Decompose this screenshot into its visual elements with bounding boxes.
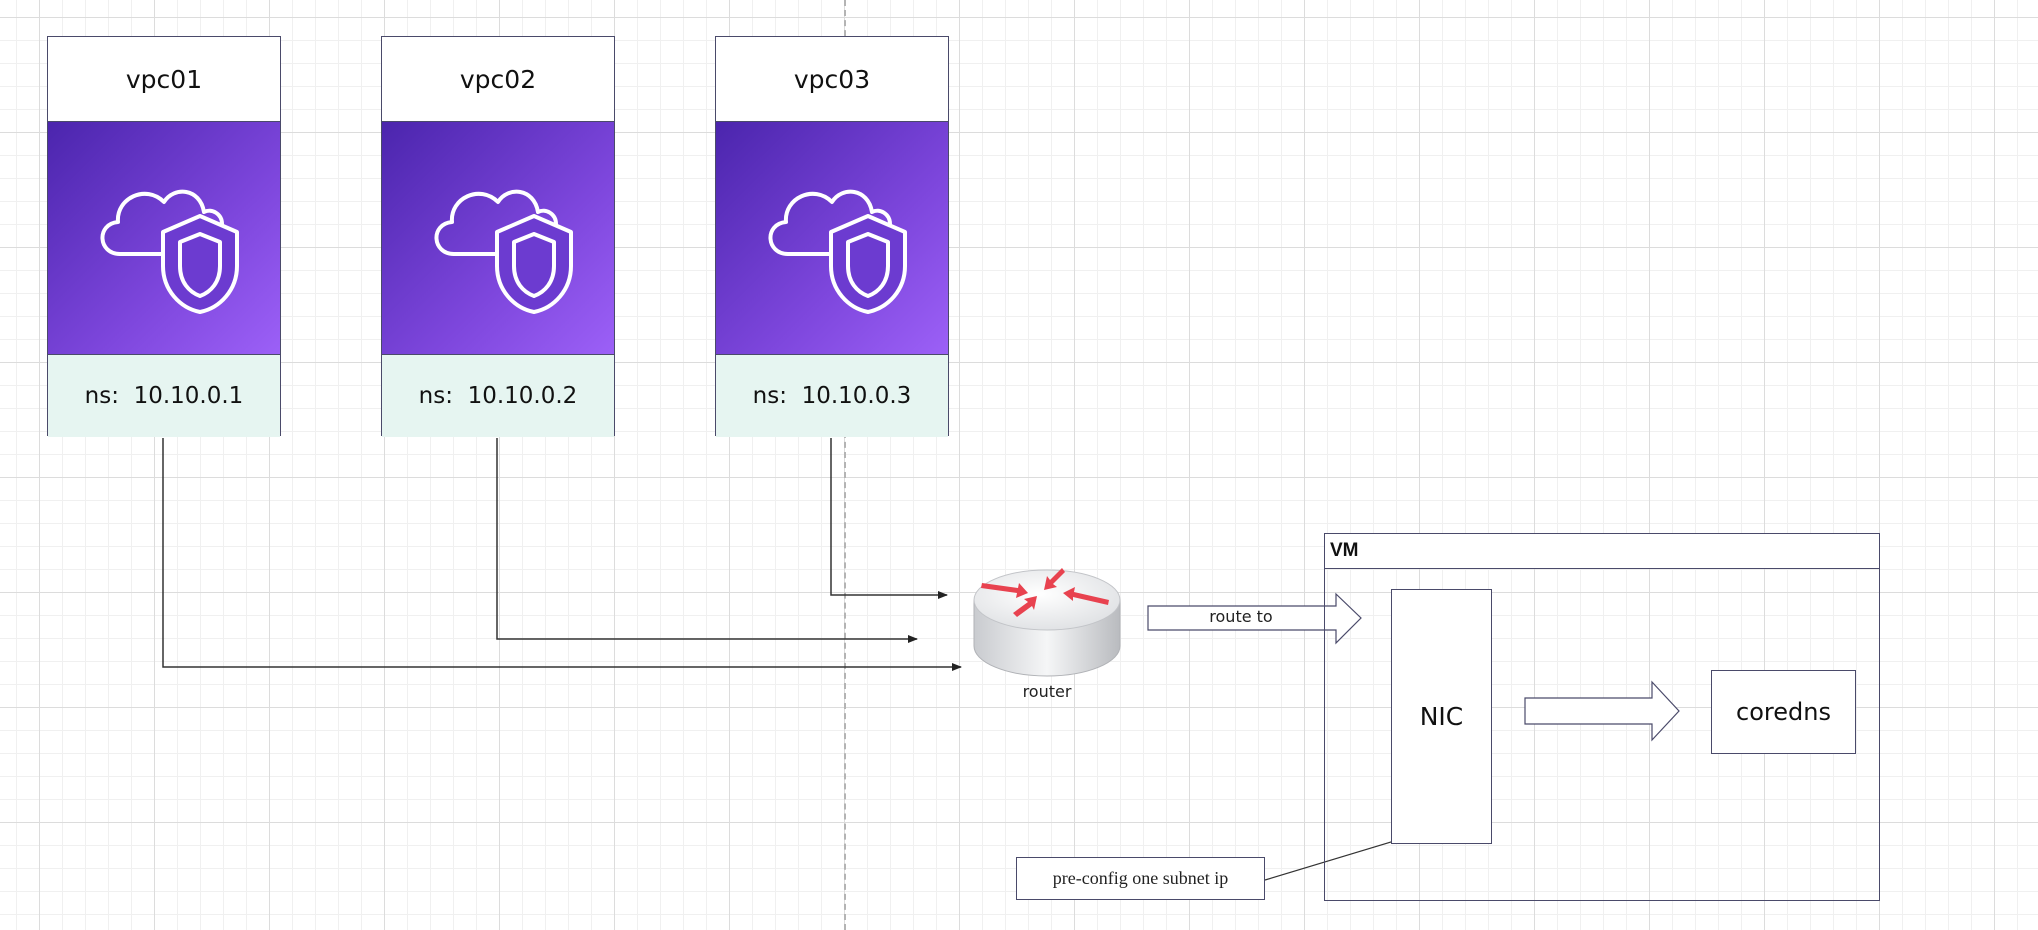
vpc-card-vpc02[interactable]: vpc02 ns: 10.10.0.2 — [381, 36, 615, 437]
vpc-name: vpc01 — [48, 37, 280, 122]
route-to-arrow[interactable] — [1147, 592, 1362, 645]
router-label: router — [1022, 682, 1072, 701]
connector-vpc03-router[interactable] — [830, 438, 948, 599]
nic-to-coredns-arrow[interactable] — [1524, 680, 1680, 742]
vm-container[interactable]: VM — [1324, 533, 1880, 901]
vpc-card-vpc01[interactable]: vpc01 ns: 10.10.0.1 — [47, 36, 281, 437]
connector-vpc02-router[interactable] — [496, 438, 918, 643]
cloud-shield-icon — [768, 189, 907, 314]
vpc-name: vpc02 — [382, 37, 614, 122]
cloud-shield-icon — [434, 189, 573, 314]
vpc-nameserver: ns: 10.10.0.2 — [382, 354, 614, 437]
router-icon — [973, 568, 1121, 677]
vpc-name: vpc03 — [716, 37, 948, 122]
vpc-card-vpc03[interactable]: vpc03 ns: 10.10.0.3 — [715, 36, 949, 437]
coredns-box[interactable]: coredns — [1711, 670, 1856, 754]
cloud-shield-icon — [100, 189, 239, 314]
router-node[interactable] — [970, 556, 1124, 682]
vpc-icon-panel — [716, 122, 948, 354]
vpc-icon-panel — [382, 122, 614, 354]
vpc-icon-panel — [48, 122, 280, 354]
connector-vpc01-router[interactable] — [162, 438, 962, 671]
nic-box[interactable]: NIC — [1391, 589, 1492, 844]
vm-title: VM — [1325, 534, 1879, 569]
route-to-label: route to — [1209, 607, 1273, 626]
vpc-nameserver: ns: 10.10.0.3 — [716, 354, 948, 437]
page-divider — [844, 0, 846, 930]
subnet-note[interactable]: pre-config one subnet ip — [1016, 857, 1265, 900]
vpc-nameserver: ns: 10.10.0.1 — [48, 354, 280, 437]
